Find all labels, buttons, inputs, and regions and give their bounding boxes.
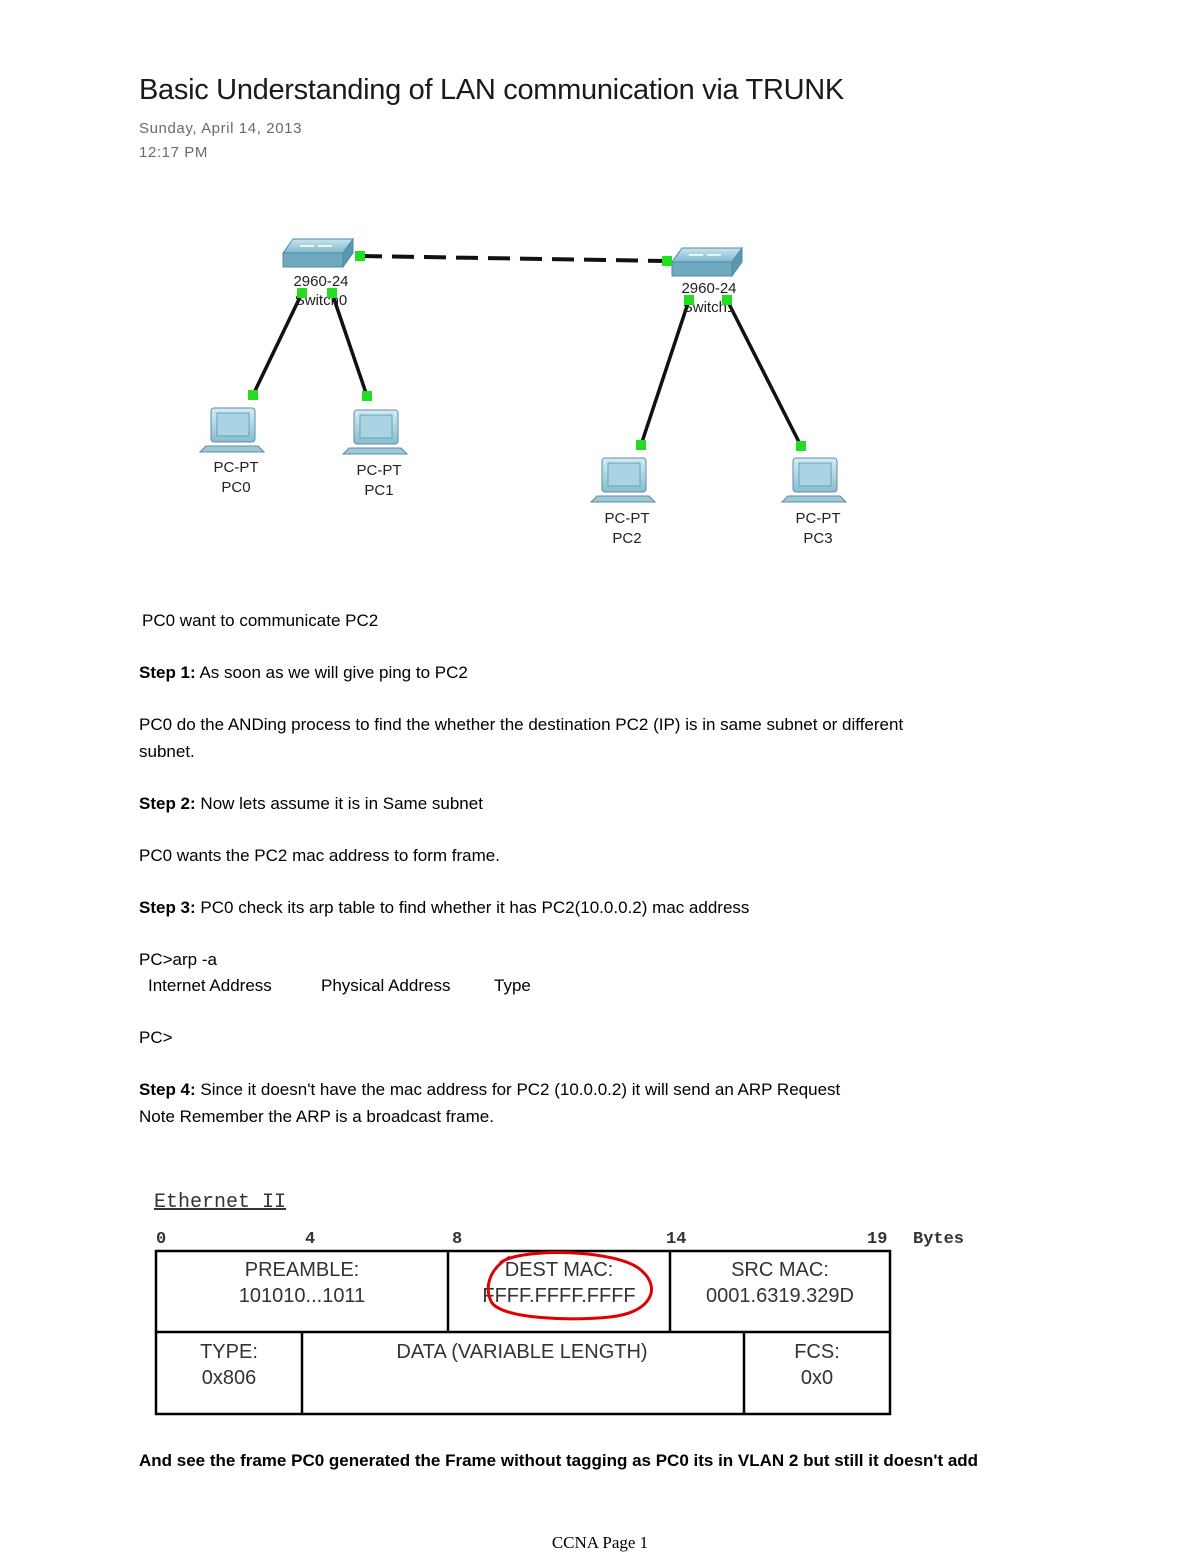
type-value: 0x806	[202, 1367, 257, 1389]
offset-8: 8	[452, 1230, 462, 1249]
pc1-icon[interactable]	[341, 409, 409, 455]
switch1-model-label: 2960-24	[681, 280, 736, 297]
switch1-icon[interactable]	[671, 246, 743, 278]
page-footer: CCNA Page 1	[551, 1533, 649, 1552]
step1-label: Step 1:	[139, 663, 196, 682]
src-mac-label: SRC MAC:	[731, 1259, 829, 1281]
src-mac-value: 0001.6319.329D	[706, 1285, 854, 1307]
data-field: DATA (VARIABLE LENGTH)	[396, 1341, 647, 1363]
switch0-model-label: 2960-24	[293, 273, 348, 290]
page-date: Sunday, April 14, 2013	[139, 120, 303, 137]
link-light-icon	[327, 288, 337, 298]
step4-text: Since it doesn't have the mac address fo…	[195, 1080, 841, 1099]
dest-mac-highlight-circle	[486, 1251, 653, 1321]
anding-text-continued: subnet.	[139, 742, 195, 761]
bytes-unit: Bytes	[913, 1230, 964, 1249]
link-light-icon	[355, 251, 365, 261]
page-time: 12:17 PM	[139, 144, 209, 161]
switch0-icon[interactable]	[282, 237, 354, 269]
pc2-name-label: PC2	[612, 530, 641, 547]
step2-paragraph: Step 2: Now lets assume it is in Same su…	[139, 794, 483, 814]
note-text: Note Remember the ARP is a broadcast fra…	[139, 1107, 494, 1126]
link-light-icon	[796, 441, 806, 451]
preamble-value: 101010...1011	[239, 1285, 365, 1307]
pc0-name-label: PC0	[221, 479, 250, 496]
link-light-icon	[362, 391, 372, 401]
link-light-icon	[297, 288, 307, 298]
step4-paragraph: Step 4: Since it doesn't have the mac ad…	[139, 1080, 840, 1100]
offset-14: 14	[666, 1230, 686, 1249]
wants-text: PC0 wants the PC2 mac address to form fr…	[139, 846, 500, 865]
preamble-field: PREAMBLE: 101010...1011	[239, 1259, 365, 1307]
link-light-icon	[248, 390, 258, 400]
fcs-label: FCS:	[794, 1341, 840, 1363]
dest-mac-value: FFFF.FFFF.FFFF	[482, 1285, 635, 1307]
pc0-icon[interactable]	[198, 407, 266, 453]
pc2-icon[interactable]	[589, 457, 657, 503]
data-label: DATA (VARIABLE LENGTH)	[396, 1341, 647, 1363]
dest-mac-field: DEST MAC: FFFF.FFFF.FFFF	[482, 1259, 635, 1307]
pc3-icon[interactable]	[780, 457, 848, 503]
pc1-name-label: PC1	[364, 482, 393, 499]
step1-text: As soon as we will give ping to PC2	[195, 663, 468, 682]
type-label: TYPE:	[200, 1341, 258, 1363]
anding-text: PC0 do the ANDing process to find the wh…	[139, 715, 904, 734]
offset-4: 4	[305, 1230, 315, 1249]
arp-header-type: Type	[494, 976, 531, 995]
frame-heading: Ethernet II	[154, 1191, 286, 1214]
step1-paragraph: Step 1: As soon as we will give ping to …	[139, 663, 468, 683]
link-light-icon	[662, 256, 672, 266]
cli-prompt: PC>	[139, 1028, 173, 1047]
cable-switch1-pc3	[725, 299, 803, 447]
offset-0: 0	[156, 1230, 166, 1249]
pc1-type-label: PC-PT	[357, 462, 402, 479]
network-topology-diagram: 2960-24 Switch0 2960-24 Switch1 PC-PT PC…	[198, 237, 848, 547]
arp-header-mac: Physical Address	[321, 976, 451, 995]
intro-text: PC0 want to communicate PC2	[142, 611, 379, 630]
step2-text: Now lets assume it is in Same subnet	[195, 794, 483, 813]
arp-header-ip: Internet Address	[148, 976, 272, 995]
type-field: TYPE: 0x806	[200, 1341, 258, 1389]
fcs-value: 0x0	[801, 1367, 833, 1389]
dest-mac-label: DEST MAC:	[505, 1259, 614, 1281]
src-mac-field: SRC MAC: 0001.6319.329D	[706, 1259, 854, 1307]
cable-switch1-pc2	[639, 299, 691, 446]
preamble-label: PREAMBLE:	[245, 1259, 359, 1281]
step3-text: PC0 check its arp table to find whether …	[195, 898, 750, 917]
step3-paragraph: Step 3: PC0 check its arp table to find …	[139, 898, 749, 918]
cable-switch0-pc1	[330, 292, 369, 397]
pc0-type-label: PC-PT	[214, 459, 259, 476]
link-light-icon	[636, 440, 646, 450]
cable-switch0-pc0	[251, 292, 304, 396]
page-title: Basic Understanding of LAN communication…	[139, 74, 844, 106]
fcs-field: FCS: 0x0	[794, 1341, 840, 1389]
trunk-cable	[359, 254, 668, 263]
bottom-text: And see the frame PC0 generated the Fram…	[139, 1451, 979, 1470]
step2-label: Step 2:	[139, 794, 196, 813]
offset-19: 19	[867, 1230, 887, 1249]
step4-label: Step 4:	[139, 1080, 196, 1099]
link-light-icon	[722, 295, 732, 305]
pc2-type-label: PC-PT	[605, 510, 650, 527]
pc3-name-label: PC3	[803, 530, 832, 547]
ethernet-frame-figure: Ethernet II 0 4 8 14 19 Bytes PREAMBLE: …	[154, 1191, 964, 1416]
arp-command: PC>arp -a	[139, 950, 217, 969]
step3-label: Step 3:	[139, 898, 196, 917]
pc3-type-label: PC-PT	[796, 510, 841, 527]
link-light-icon	[684, 295, 694, 305]
